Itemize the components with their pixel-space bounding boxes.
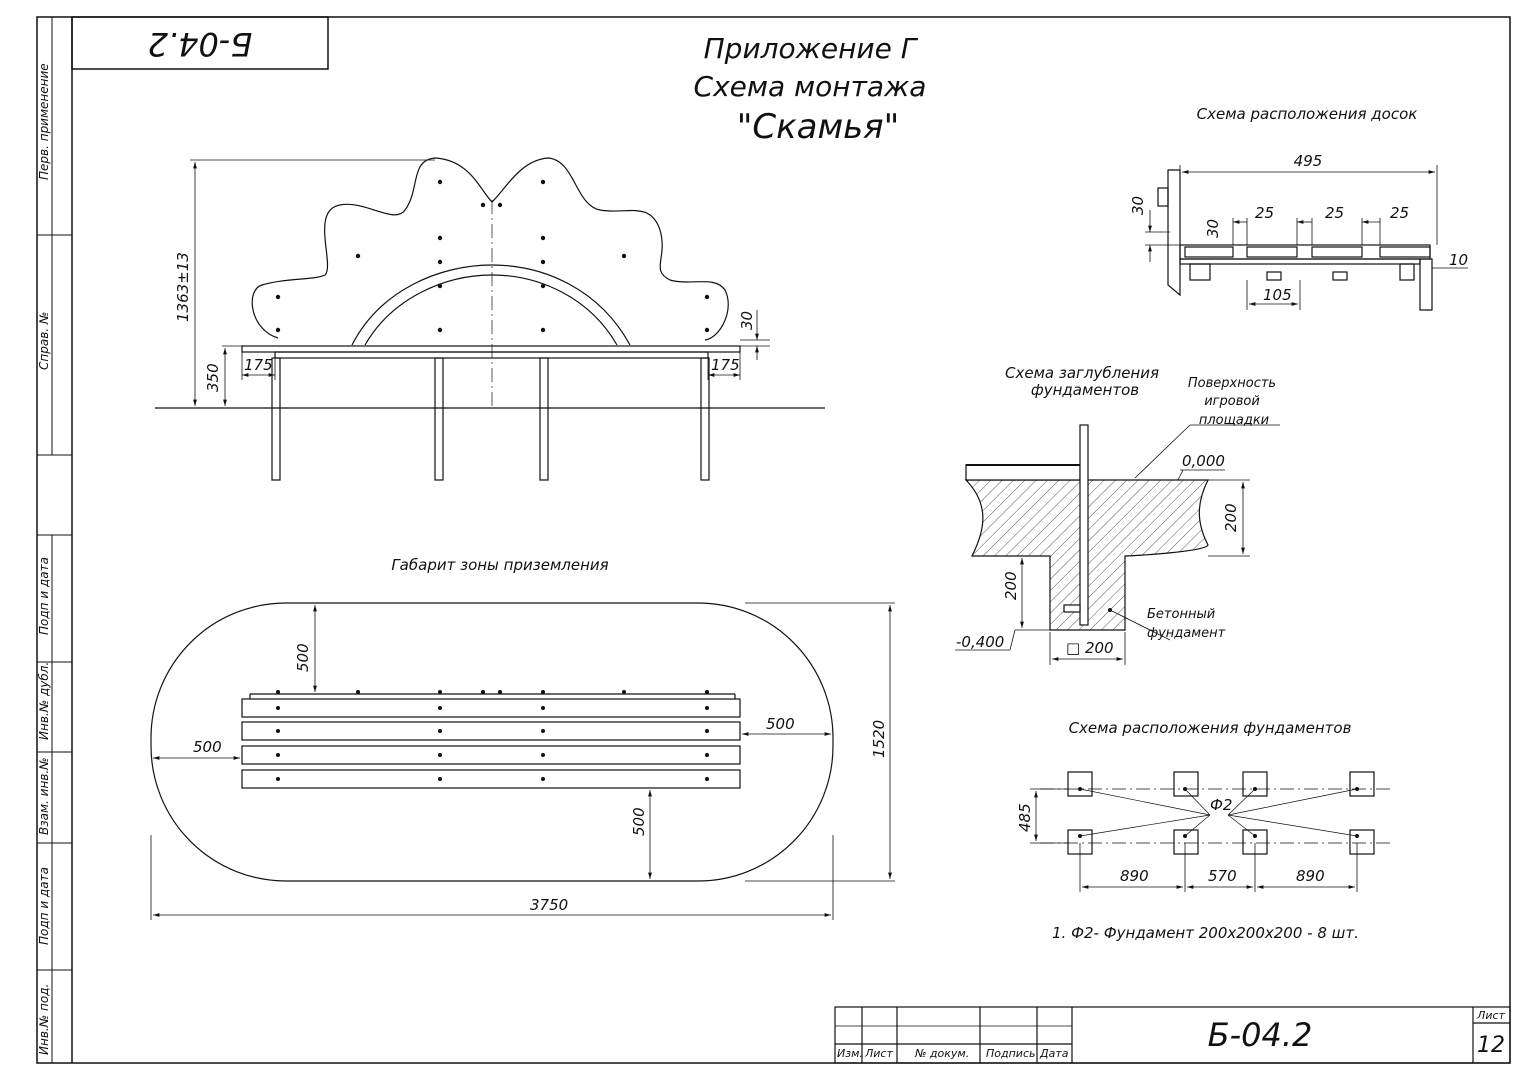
tb-col-izm: Изм. (837, 1047, 863, 1060)
foundation-layout-dimensions (1030, 788, 1358, 892)
dim-seat-right: 175 (711, 356, 740, 374)
foundation-layout-title: Схема расположения фундаментов (1069, 719, 1352, 737)
foundation-dots (1078, 787, 1359, 838)
tb-doc-code: Б-04.2 (1208, 1016, 1313, 1054)
front-view-dimensions (190, 159, 770, 406)
surface-label-1: Поверхность (1188, 376, 1276, 391)
foundation-layout-drawing (1040, 771, 1390, 855)
dim-boards-30b: 30 (1204, 219, 1222, 238)
dim-landing-right: 500 (766, 715, 795, 733)
title-line2: Схема монтажа (694, 70, 927, 103)
level-zero: 0,000 (1182, 452, 1225, 470)
dim-boards-105: 105 (1263, 286, 1292, 304)
boards-scheme-dimensions (1145, 165, 1468, 310)
doc-code-mirrored: Б-04.2 (148, 25, 253, 63)
depth-scheme-drawing (964, 424, 1209, 631)
tb-col-sign: Подпись (986, 1047, 1035, 1060)
landing-zone-bolts (276, 690, 709, 781)
landing-zone-drawing (150, 602, 834, 882)
dim-depth-200-right: 200 (1222, 503, 1240, 532)
dim-landing-bottom: 500 (630, 807, 648, 836)
tb-sheet-number: 12 (1477, 1033, 1505, 1058)
dim-foundation-890a: 890 (1120, 867, 1149, 885)
side-label-1: Справ. № (37, 312, 51, 370)
title-line1: Приложение Г (704, 32, 919, 65)
dim-foundation-485: 485 (1016, 803, 1034, 832)
dim-boards-30a: 30 (1129, 196, 1147, 215)
boards-scheme-drawing (1157, 169, 1433, 311)
code-box-top (71, 16, 329, 70)
title-line3: "Скамья" (737, 107, 900, 147)
level-minus: -0,400 (956, 633, 1004, 651)
outer-frame (36, 16, 1511, 1064)
depth-title-line2: фундаментов (1031, 381, 1139, 399)
dim-foundation-890b: 890 (1296, 867, 1325, 885)
tb-col-doc: № докум. (914, 1047, 969, 1060)
landing-zone-dimensions (150, 602, 895, 920)
dim-boards-10: 10 (1449, 251, 1468, 269)
bench-front-view (155, 157, 825, 481)
tb-col-date: Дата (1039, 1047, 1069, 1060)
front-view-bolts (275, 179, 710, 333)
side-label-6: Инв.№ под. (37, 984, 51, 1055)
side-label-2: Подп и дата (37, 557, 51, 635)
dim-depth-200-left: 200 (1002, 571, 1020, 600)
depth-title-line1: Схема заглубления (1005, 364, 1159, 382)
surface-label-3: площадки (1199, 413, 1269, 428)
dim-seat-left: 175 (244, 356, 273, 374)
dim-landing-top: 500 (294, 643, 312, 672)
dim-seat-height: 350 (204, 363, 222, 392)
side-label-0: Перв. применение (37, 63, 51, 180)
dim-landing-left: 500 (193, 738, 222, 756)
side-label-5: Подп и дата (37, 867, 51, 945)
dim-boards-495: 495 (1294, 152, 1323, 170)
landing-zone-title: Габарит зоны приземления (391, 556, 608, 574)
concrete-label-1: Бетонный (1147, 607, 1215, 622)
title-block (834, 1006, 1511, 1064)
tb-col-list: Лист (864, 1047, 893, 1060)
dim-boards-25c: 25 (1390, 204, 1409, 222)
dim-depth-200-bottom: □ 200 (1066, 639, 1114, 657)
side-label-4: Взам. инв.№ (37, 757, 51, 835)
dim-front-30: 30 (738, 311, 756, 330)
surface-label-2: игровой (1204, 394, 1260, 409)
foundation-note: 1. Ф2- Фундамент 200х200х200 - 8 шт. (1052, 924, 1359, 942)
boards-scheme-title: Схема расположения досок (1197, 105, 1418, 123)
dim-bench-height: 1363±13 (174, 252, 192, 322)
concrete-label-2: фундамент (1147, 626, 1226, 641)
side-label-3: Инв.№ дубл. (37, 662, 51, 740)
label-f2: Ф2 (1210, 796, 1232, 814)
side-strip (37, 17, 72, 1063)
dim-landing-height: 1520 (870, 720, 888, 758)
dim-foundation-570: 570 (1208, 867, 1237, 885)
dim-boards-25b: 25 (1325, 204, 1344, 222)
dim-boards-25a: 25 (1255, 204, 1274, 222)
tb-sheet-label: Лист (1476, 1009, 1505, 1022)
depth-scheme-dimensions (955, 424, 1280, 665)
dim-landing-width: 3750 (530, 896, 568, 914)
